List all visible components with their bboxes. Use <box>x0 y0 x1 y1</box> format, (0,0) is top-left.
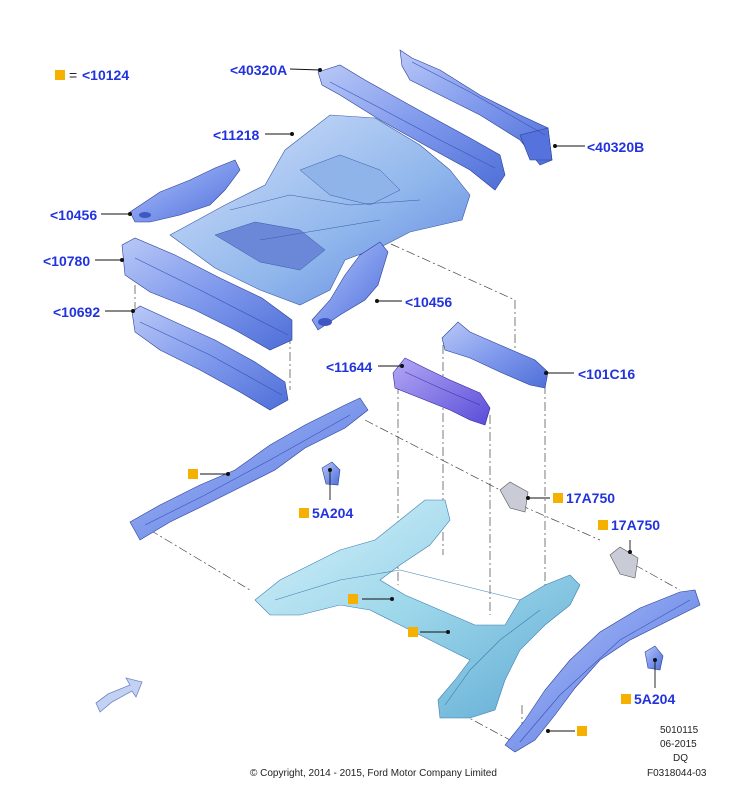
marker-17a750-lower <box>598 520 608 530</box>
marker-frame-right <box>408 627 418 637</box>
label-40320b: <40320B <box>587 139 645 155</box>
member-101c16 <box>441 321 549 389</box>
label-10456-right: <10456 <box>405 294 453 310</box>
bracket-17a750-upper <box>499 481 529 513</box>
meta-line-2: 06-2015 <box>660 739 697 750</box>
marker-17a750-upper <box>553 493 563 503</box>
bracket-5a204-left <box>321 461 341 486</box>
bracket-10456-left <box>129 159 241 223</box>
legend-equals: = <box>69 67 78 83</box>
floor-panel-11218 <box>169 114 471 306</box>
marker-frame-center <box>348 594 358 604</box>
label-5a204-right: 5A204 <box>634 691 676 707</box>
panel-11644 <box>392 357 491 426</box>
bracket-5a204-right <box>644 645 664 671</box>
label-17a750-upper: 17A750 <box>566 490 616 506</box>
legend-part-label: <10124 <box>82 67 130 83</box>
label-40320a: <40320A <box>230 62 288 78</box>
copyright-text: © Copyright, 2014 - 2015, Ford Motor Com… <box>250 768 497 779</box>
side-rail-left <box>129 397 369 541</box>
cross-member-10780 <box>121 237 293 351</box>
marker-rail-right <box>577 726 587 736</box>
cross-member-10692 <box>131 305 289 411</box>
cross-member-40320a <box>317 64 506 191</box>
label-101c16: <101C16 <box>578 366 636 382</box>
label-11218: <11218 <box>213 127 260 143</box>
side-rail-right <box>504 589 701 753</box>
legend-marker-square <box>55 70 65 80</box>
meta-line-3: DQ <box>673 753 688 764</box>
marker-5a204-right <box>621 694 631 704</box>
bracket-10456-right <box>311 241 389 331</box>
marker-rail-left <box>188 469 198 479</box>
bracket-17a750-lower <box>609 546 639 579</box>
meta-line-4: F0318044-03 <box>647 768 707 779</box>
label-11644: <11644 <box>326 359 373 375</box>
center-frame-assembly <box>254 499 581 719</box>
label-10456-left: <10456 <box>50 207 98 223</box>
cross-member-40320b <box>399 49 553 166</box>
marker-5a204-left <box>299 508 309 518</box>
label-17a750-lower: 17A750 <box>611 517 661 533</box>
meta-line-1: 5010115 <box>660 725 699 736</box>
direction-arrow-icon <box>95 677 143 713</box>
label-10780: <10780 <box>43 253 91 269</box>
label-5a204-left: 5A204 <box>312 505 354 521</box>
label-10692: <10692 <box>53 304 101 320</box>
